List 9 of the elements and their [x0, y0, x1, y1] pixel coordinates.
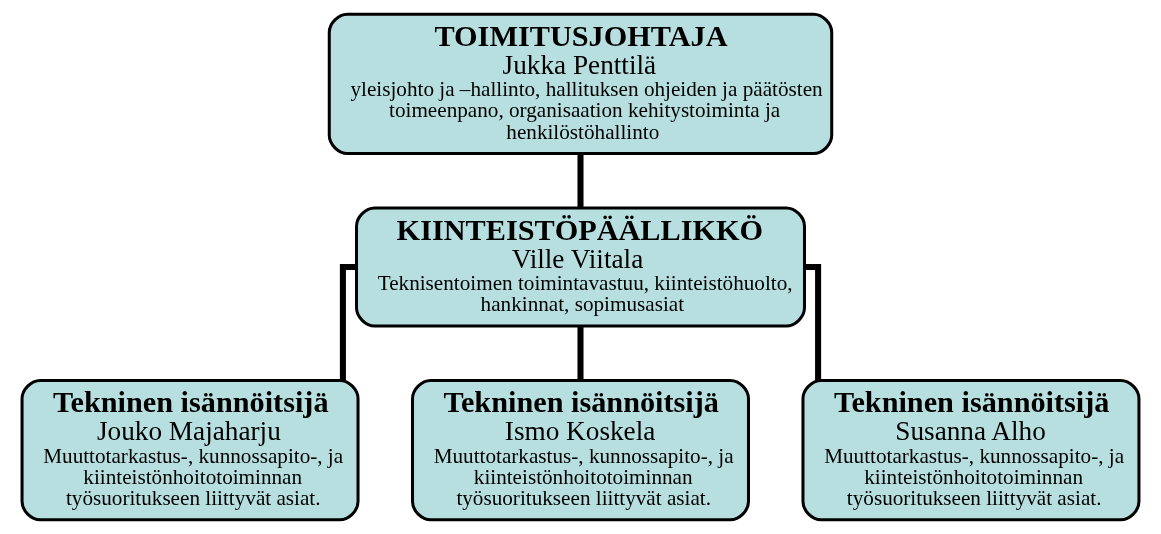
node-box: TOIMITUSJOHTAJA Jukka Penttilä yleisjohto ja –hallinto, hallituksen ohjeiden ja päätösten toimeenpano, organisaation kehitystoiminta ja henkilöstöhallinto — [327, 12, 834, 155]
node-box: Tekninen isännöitsijä Ismo Koskela Muuttotarkastus-, kunnossapito-, ja kiinteistönhoitotoiminnan työsuoritukseen liittyvät asiat. — [411, 379, 750, 522]
connector — [577, 153, 584, 208]
node-box: Tekninen isännöitsijä Jouko Majaharju Muuttotarkastus-, kunnossapito-, ja kiinteistönhoitotoiminnan työsuoritukseen liittyvät asiat. — [20, 379, 360, 522]
connector — [804, 263, 822, 381]
node-box: Tekninen isännöitsijä Susanna Alho Muuttotarkastus-, kunnossapito-, ja kiinteistönhoitotoiminnan työsuoritukseen liittyvät asiat. — [801, 379, 1141, 522]
connector — [339, 263, 357, 381]
node-box: KIINTEISTÖPÄÄLLIKKÖ Ville Viitala Teknisentoimen toimintavastuu, kiinteistöhuolto, hankinnat, sopimusasiat — [355, 206, 806, 328]
connector — [577, 326, 584, 381]
